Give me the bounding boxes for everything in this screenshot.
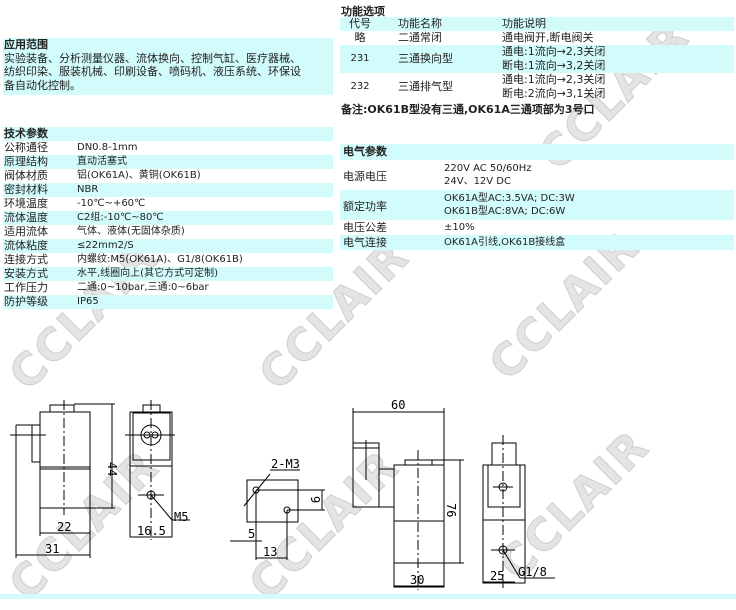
tech-key: 安装方式: [4, 267, 48, 280]
dim-44: 44: [105, 462, 119, 476]
header-code: 代号: [349, 17, 371, 30]
tech-value: IP65: [77, 296, 99, 307]
tech-key: 公称通径: [4, 141, 48, 154]
tech-key: 适用流体: [4, 225, 48, 238]
tech-value: DN0.8-1mm: [77, 142, 138, 153]
electrical-key: 电压公差: [343, 221, 387, 234]
application-title: 应用范围: [4, 38, 48, 51]
electrical-title-text: 电气参数: [343, 145, 387, 158]
dim-16-5: 16.5: [137, 524, 166, 538]
function-name: 三通排气型: [398, 80, 453, 93]
electrical-key: 额定功率: [343, 200, 387, 213]
function-code: 232: [350, 81, 370, 92]
header-desc: 功能说明: [502, 17, 546, 30]
tech-value: NBR: [77, 184, 99, 195]
tech-key: 防护等级: [4, 295, 48, 308]
functions-header: 代号 功能名称 功能说明: [340, 17, 734, 31]
function-name: 三通换向型: [398, 52, 453, 65]
tech-key: 流体粘度: [4, 239, 48, 252]
bottom-band: [0, 594, 736, 599]
function-desc: 断电:2流向→3,1关闭: [502, 87, 606, 100]
function-desc: 通电:1流向→2,3关闭: [502, 45, 606, 58]
tech-title-text: 技术参数: [4, 127, 48, 140]
mounting-bracket-view: [230, 469, 325, 560]
application-section: 应用范围 实验装备、分析测量仪器、流体换向、控制气缸、医疗器械、 纺织印染、服装…: [3, 38, 333, 95]
dim-30: 30: [410, 573, 424, 587]
tech-value: 水平,线圈向上(其它方式可定制): [77, 268, 218, 279]
tech-key: 流体温度: [4, 211, 48, 224]
label-g1-8: G1/8: [518, 565, 547, 579]
tech-row: 环境温度 -10℃~+60℃: [3, 197, 333, 211]
functions-title: 功能选项: [341, 5, 385, 18]
tech-value: ≤22mm2/S: [77, 240, 134, 251]
tech-row: 阀体材质 铝(OK61A)、黄铜(OK61B): [3, 169, 333, 183]
tech-row: 防护等级 IP65: [3, 295, 333, 309]
dim-60: 60: [391, 398, 405, 412]
tech-value: -10℃~+60℃: [77, 198, 146, 209]
tech-key: 密封材料: [4, 183, 48, 196]
tech-title: 技术参数: [3, 127, 333, 141]
function-row: 231 三通换向型 通电:1流向→2,3关闭 断电:1流向→3,2关闭: [340, 45, 734, 73]
tech-key: 连接方式: [4, 253, 48, 266]
electrical-value: ±10%: [444, 222, 475, 233]
electrical-value: 220V AC 50/60Hz: [444, 163, 532, 174]
function-code: 231: [350, 53, 370, 64]
tech-row: 公称通径 DN0.8-1mm: [3, 141, 333, 155]
application-line: 纺织印染、服装机械、印刷设备、喷码机、液压系统、环保设: [4, 65, 301, 78]
tech-row: 流体粘度 ≤22mm2/S: [3, 239, 333, 253]
tech-value: 直动活塞式: [77, 156, 127, 167]
electrical-title: 电气参数: [340, 144, 734, 160]
function-desc: 通电阀开,断电阀关: [502, 31, 594, 44]
dim-76: 76: [444, 503, 458, 517]
ok61b-side-view: [352, 408, 464, 590]
tech-value: 二通:0~10bar,三通:0~6bar: [77, 282, 209, 293]
tech-row: 安装方式 水平,线圈向上(其它方式可定制): [3, 267, 333, 281]
tech-value: 气体、液体(无固体杂质): [77, 226, 185, 237]
dim-31: 31: [45, 542, 59, 556]
electrical-row: 电气连接 OK61A引线,OK61B接线盒: [340, 235, 734, 250]
electrical-row: 电源电压 220V AC 50/60Hz 24V、12V DC: [340, 160, 734, 190]
function-name: 二通常闭: [398, 31, 442, 44]
tech-key: 环境温度: [4, 197, 48, 210]
tech-row: 流体温度 C2组:-10℃~80℃: [3, 211, 333, 225]
electrical-key: 电源电压: [343, 170, 387, 183]
electrical-value: OK61B型AC:8VA; DC:6W: [444, 206, 566, 217]
electrical-key: 电气连接: [343, 236, 387, 249]
tech-row: 工作压力 二通:0~10bar,三通:0~6bar: [3, 281, 333, 295]
tech-key: 阀体材质: [4, 169, 48, 182]
dim-5: 5: [248, 527, 255, 541]
dim-22: 22: [57, 520, 71, 534]
function-desc: 断电:1流向→3,2关闭: [502, 59, 606, 72]
function-desc: 通电:1流向→2,3关闭: [502, 73, 606, 86]
electrical-value: OK61A引线,OK61B接线盒: [444, 237, 566, 248]
tech-key: 工作压力: [4, 281, 48, 294]
application-line: 实验装备、分析测量仪器、流体换向、控制气缸、医疗器械、: [4, 51, 301, 65]
tech-row: 连接方式 内螺纹:M5(OK61A)、G1/8(OK61B): [3, 253, 333, 267]
function-code: 略: [354, 31, 366, 44]
electrical-row: 额定功率 OK61A型AC:3.5VA; DC:3W OK61B型AC:8VA;…: [340, 190, 734, 220]
tech-value: 铝(OK61A)、黄铜(OK61B): [77, 170, 201, 181]
tech-value: 内螺纹:M5(OK61A)、G1/8(OK61B): [77, 254, 243, 265]
function-row: 232 三通排气型 通电:1流向→2,3关闭 断电:2流向→3,1关闭: [340, 73, 734, 101]
application-line: 备自动化控制。: [4, 78, 81, 92]
electrical-value: 24V、12V DC: [444, 176, 511, 187]
electrical-value: OK61A型AC:3.5VA; DC:3W: [444, 193, 575, 204]
ok61a-front-view: [125, 400, 190, 540]
dim-25: 25: [490, 569, 504, 583]
tech-row: 原理结构 直动活塞式: [3, 155, 333, 169]
tech-row: 适用流体 气体、液体(无固体杂质): [3, 225, 333, 239]
dim-13: 13: [263, 545, 277, 559]
tech-row: 密封材料 NBR: [3, 183, 333, 197]
dim-9: 9: [308, 496, 322, 503]
electrical-row: 电压公差 ±10%: [340, 220, 734, 235]
header-name: 功能名称: [398, 17, 442, 30]
ok61b-front-view: [482, 435, 555, 588]
ok61a-side-view: [10, 400, 115, 558]
tech-value: C2组:-10℃~80℃: [77, 212, 164, 223]
label-m5: M5: [174, 510, 188, 524]
tech-key: 原理结构: [4, 155, 48, 168]
label-2-m3: 2-M3: [271, 457, 300, 471]
function-row: 略 二通常闭 通电阀开,断电阀关: [340, 31, 734, 45]
functions-note: 备注:OK61B型没有三通,OK61A三通项部为3号口: [341, 103, 595, 116]
